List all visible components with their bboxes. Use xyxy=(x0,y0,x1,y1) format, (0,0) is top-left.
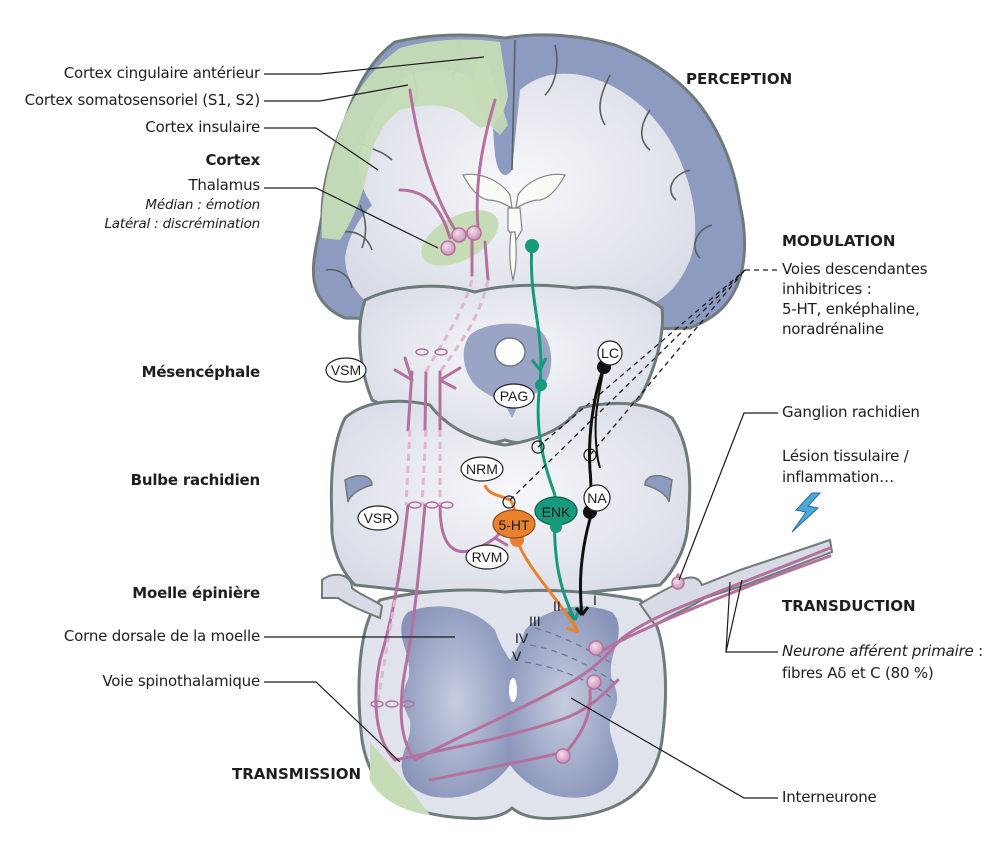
5ht-label: 5-HT xyxy=(498,517,530,533)
label-perception: PERCEPTION xyxy=(686,70,793,88)
lightning-bolt-icon xyxy=(791,492,822,533)
enk-label: ENK xyxy=(542,504,571,520)
lc-badge xyxy=(597,340,623,366)
dorsal-horn-neuron xyxy=(588,640,604,656)
neuron-somas xyxy=(440,225,685,764)
thalamic-neuron xyxy=(440,240,456,256)
ganglion-neuron xyxy=(671,576,685,590)
lamina-boundaries xyxy=(524,627,619,701)
nrm-badge xyxy=(460,456,504,482)
central-canal xyxy=(509,678,517,702)
label-spinothalamic-tract: Voie spinothalamique xyxy=(102,672,260,690)
vsm-badge xyxy=(325,357,367,383)
nucleus-badges: VSM VSR PAG LC NRM NA RVM ENK 5-HT xyxy=(325,340,623,570)
label-descending-1: Voies descendantes xyxy=(782,260,928,278)
label-descending-4: noradrénaline xyxy=(782,320,884,338)
label-modulation: MODULATION xyxy=(782,232,896,250)
cortex-highlight-green xyxy=(321,39,508,240)
5ht-badge xyxy=(492,509,536,539)
rvm-label: RVM xyxy=(472,549,503,565)
label-afferent-italic: Neurone afférent primaire xyxy=(782,642,974,660)
modulation-leader-lines xyxy=(509,269,778,501)
thalamic-neuron xyxy=(466,225,482,241)
vsm-label: VSM xyxy=(331,362,361,378)
lateral-ventricles xyxy=(462,173,566,242)
label-ganglion: Ganglion rachidien xyxy=(782,403,920,421)
label-afferent-1: Neurone afférent primaire : xyxy=(782,642,983,661)
gray-matter-left xyxy=(401,606,510,798)
pag-badge xyxy=(493,383,535,409)
label-dorsal-horn: Corne dorsale de la moelle xyxy=(63,627,260,645)
leader-lines xyxy=(264,56,778,799)
brainstem xyxy=(329,283,692,602)
label-spinal-cord: Moelle épinière xyxy=(132,584,260,602)
label-afferent-2: fibres Aδ et C (80 %) xyxy=(782,664,934,682)
pag-label: PAG xyxy=(500,388,529,404)
label-thalamus-medial: Médian : émotion xyxy=(145,197,260,213)
na-badge xyxy=(583,484,611,512)
spinothalamic-pathway-dashed xyxy=(376,279,490,701)
dorsal-horn-neuron xyxy=(586,674,602,690)
vsr-badge xyxy=(357,505,399,531)
lamina-ii: II xyxy=(553,598,561,614)
label-descending-3: 5-HT, enképhaline, xyxy=(782,300,920,318)
label-afferent-colon: : xyxy=(973,642,983,660)
label-cingulate-cortex: Cortex cingulaire antérieur xyxy=(63,64,260,82)
label-lesion-1: Lésion tissulaire / xyxy=(782,447,909,465)
spinothalamic-tract-region xyxy=(370,742,430,815)
lamina-v: V xyxy=(512,648,522,664)
thalamic-neuron xyxy=(451,227,467,243)
lamina-iii: III xyxy=(529,613,541,629)
label-descending-2: inhibitrices : xyxy=(782,280,872,298)
lc-label: LC xyxy=(601,345,619,361)
label-thalamus-lateral: Latéral : discrémination xyxy=(104,216,260,232)
label-thalamus: Thalamus xyxy=(188,176,260,194)
synapse-markers xyxy=(502,440,597,509)
rvm-badge xyxy=(465,544,509,570)
label-somatosensory-cortex: Cortex somatosensoriel (S1, S2) xyxy=(24,91,261,109)
label-midbrain: Mésencéphale xyxy=(141,363,261,381)
vsr-label: VSR xyxy=(364,510,393,526)
label-medulla: Bulbe rachidien xyxy=(130,471,261,489)
label-interneuron: Interneurone xyxy=(782,788,877,806)
label-transduction: TRANSDUCTION xyxy=(782,597,916,615)
interneuron-soma xyxy=(555,748,571,764)
lamina-iv: IV xyxy=(515,630,529,646)
na-label: NA xyxy=(587,490,607,506)
label-lesion-2: inflammation… xyxy=(782,468,894,486)
lamina-i: I xyxy=(593,592,597,608)
label-insular-cortex: Cortex insulaire xyxy=(145,118,260,136)
laminae-labels: I II III IV V xyxy=(512,592,597,664)
axon-markers xyxy=(370,348,454,708)
cerebral-aqueduct xyxy=(494,337,526,367)
label-cortex-heading: Cortex xyxy=(205,151,260,169)
nrm-label: NRM xyxy=(466,461,498,477)
label-transmission: TRANSMISSION xyxy=(232,765,362,783)
